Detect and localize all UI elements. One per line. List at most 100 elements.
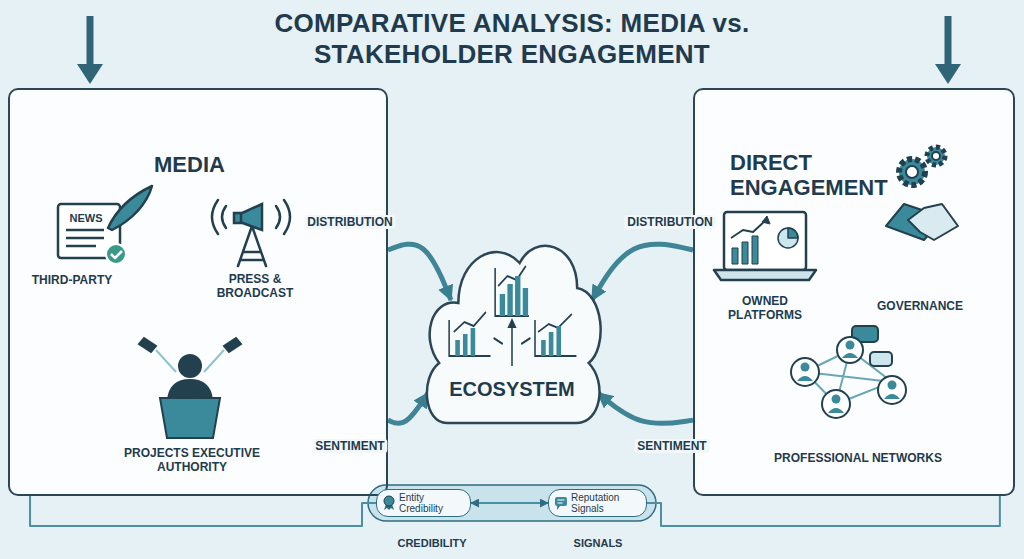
- panel-fill: [693, 88, 1015, 496]
- pill-icon: [384, 504, 394, 510]
- network-icon: [791, 358, 819, 386]
- band-label: SIGNALS: [574, 537, 623, 550]
- podium-speaker-icon: [160, 398, 220, 438]
- governance-icon: [899, 159, 925, 185]
- pill-icon: [555, 497, 567, 506]
- down-arrow: [945, 16, 952, 68]
- broadcast-tower-icon: [234, 213, 241, 223]
- down-arrow: [87, 16, 94, 68]
- cloud-shape: [549, 332, 554, 356]
- cloud-shape: [507, 318, 516, 328]
- flow-arrow: [388, 244, 451, 300]
- label-wrap: OWNED PLATFORMS: [710, 294, 820, 323]
- network-icon: [832, 395, 841, 404]
- newspaper-icon: [108, 186, 152, 230]
- pill-text: Reputation Signals: [571, 492, 639, 514]
- cloud-shape: [471, 328, 476, 356]
- cloud-shape: [498, 266, 526, 286]
- laptop-chart-icon: [742, 242, 748, 264]
- broadcast-tower-icon: [212, 200, 226, 234]
- down-arrow: [935, 64, 961, 84]
- down-arrow: [77, 64, 103, 84]
- newspaper-icon: [66, 237, 104, 240]
- cloud-shape: [455, 340, 460, 356]
- title-wrap: COMPARATIVE ANALYSIS: MEDIA vs. STAKEHOL…: [0, 8, 1024, 70]
- network-icon: [878, 376, 906, 404]
- governance-icon: [908, 204, 958, 240]
- icon-label: PRESS & BROADCAST: [203, 272, 308, 301]
- cloud-shape: [427, 246, 601, 423]
- laptop-chart-icon: [752, 236, 758, 264]
- broadcast-tower-icon: [238, 226, 266, 266]
- cloud-shape: [538, 314, 572, 332]
- label-wrap: PROFESSIONAL NETWORKS: [774, 448, 942, 466]
- cloud-shape: [556, 326, 561, 356]
- ecosystem-cloud: ECOSYSTEM: [420, 228, 604, 428]
- cloud-shape: [449, 266, 576, 366]
- newspaper-icon: [58, 186, 152, 264]
- laptop-chart-icon: [714, 270, 816, 280]
- diagram-title: COMPARATIVE ANALYSIS: MEDIA vs. STAKEHOL…: [192, 8, 832, 70]
- network-icon: [837, 337, 863, 363]
- cloud-shape: [521, 338, 530, 344]
- edge-label: DISTRIBUTION: [624, 215, 715, 229]
- network-icon: [801, 363, 810, 372]
- network-icon: [797, 341, 900, 414]
- cloud-shape: [523, 288, 528, 316]
- flow-arrow: [388, 393, 428, 423]
- network-icon: [884, 394, 900, 399]
- cloud-shape: [455, 276, 561, 356]
- governance-icon: [927, 147, 945, 165]
- podium-speaker-icon: [139, 338, 156, 352]
- panel-fill: [8, 88, 388, 496]
- podium-speaker-icon: [224, 338, 241, 352]
- cloud-shape: [500, 294, 505, 316]
- laptop-chart-icon: [731, 220, 766, 238]
- cloud-shape: [495, 268, 529, 316]
- pill-text: Entity Credibility: [399, 492, 463, 514]
- edge-label-wrap: DISTRIBUTION: [624, 212, 715, 230]
- edge-label: SENTIMENT: [312, 439, 387, 453]
- newspaper-icon: [111, 251, 122, 258]
- cloud-label: ECOSYSTEM: [420, 378, 604, 401]
- podium-speaker-icon: [139, 338, 241, 438]
- network-icon: [797, 376, 813, 381]
- network-icon: [842, 353, 858, 358]
- laptop-chart-icon: [724, 212, 806, 270]
- icon-caption: NEWS: [70, 212, 103, 225]
- connector-line: [30, 496, 376, 526]
- icon-label: THIRD-PARTY: [32, 273, 112, 287]
- band-label: CREDIBILITY: [397, 537, 466, 550]
- network-icon: [888, 381, 897, 390]
- network-icon: [791, 326, 906, 418]
- engagement-panel: DIRECT ENGAGEMENT: [693, 88, 1015, 496]
- cloud-shape: [494, 338, 503, 344]
- label-wrap: PROJECTS EXECUTIVE AUTHORITY: [102, 446, 282, 475]
- broadcast-tower-icon: [276, 200, 290, 234]
- flow-arrow: [598, 393, 693, 423]
- media-panel: MEDIA: [8, 88, 388, 496]
- podium-speaker-icon: [190, 386, 198, 398]
- label-wrap: THIRD-PARTY: [32, 270, 112, 288]
- podium-speaker-icon: [179, 355, 201, 377]
- edge-label: SENTIMENT: [634, 439, 709, 453]
- governance-icon: [886, 147, 958, 240]
- governance-icon: [906, 166, 918, 178]
- pill-icon: [557, 505, 561, 510]
- network-icon: [870, 352, 892, 366]
- panel-heading: MEDIA: [154, 152, 530, 177]
- cloud-shape: [420, 228, 604, 428]
- governance-icon: [932, 152, 940, 160]
- network-icon: [828, 408, 844, 413]
- edge-label-wrap: SENTIMENT: [634, 436, 709, 454]
- icon-label: GOVERNANCE: [877, 299, 963, 313]
- edge-label-wrap: DISTRIBUTION: [304, 212, 395, 230]
- network-icon: [846, 341, 855, 350]
- connector-line: [647, 496, 1000, 526]
- cloud-shape: [511, 326, 513, 366]
